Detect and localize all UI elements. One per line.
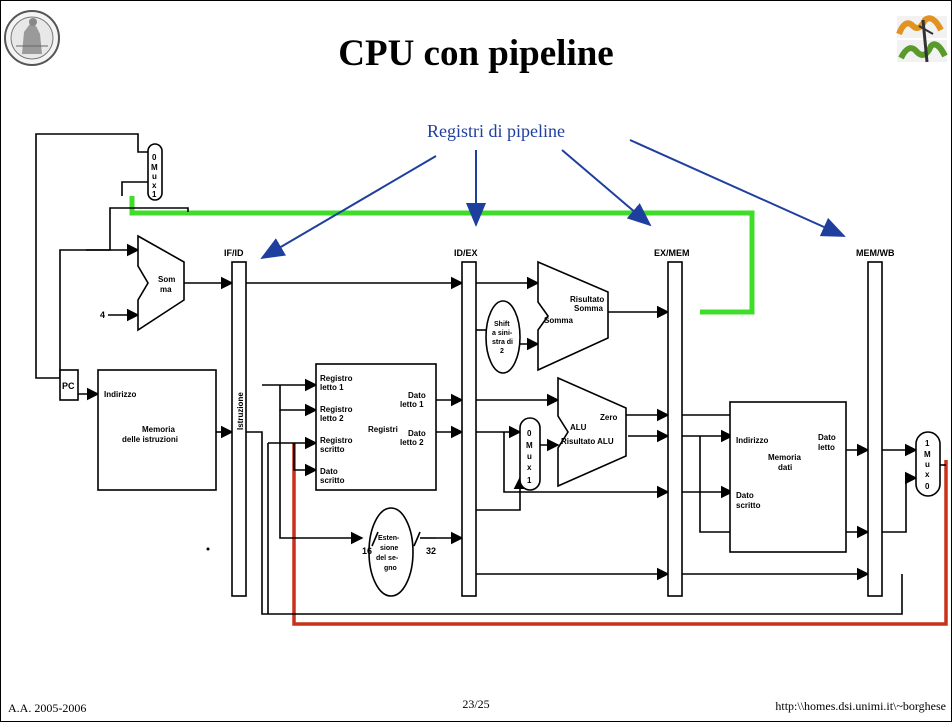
svg-text:dati: dati xyxy=(778,463,792,472)
svg-text:del se-: del se- xyxy=(376,555,399,562)
svg-text:letto 1: letto 1 xyxy=(400,400,424,409)
instr-mem-name-2: delle istruzioni xyxy=(122,435,178,444)
svg-text:16: 16 xyxy=(362,546,372,556)
adder-if-label-2: ma xyxy=(160,285,172,294)
mux-alu: 0 M u x 1 xyxy=(526,429,533,485)
istruzione-label: Istruzione xyxy=(236,392,245,430)
svg-text:Dato: Dato xyxy=(736,491,754,500)
reg-label-mem-wb: MEM/WB xyxy=(856,248,895,258)
svg-text:0: 0 xyxy=(925,482,930,491)
svg-text:letto 2: letto 2 xyxy=(320,414,344,423)
reg-label-ex-mem: EX/MEM xyxy=(654,248,690,258)
svg-text:Indirizzo: Indirizzo xyxy=(736,436,769,445)
svg-text:Dato: Dato xyxy=(408,429,426,438)
adder-ex-name: Somma xyxy=(544,316,573,325)
svg-text:1: 1 xyxy=(925,439,930,448)
svg-text:scritto: scritto xyxy=(320,445,345,454)
adder-if-label-1: Som xyxy=(158,275,175,284)
instr-mem-name-1: Memoria xyxy=(142,425,175,434)
svg-text:1: 1 xyxy=(527,476,532,485)
register-file: Registro letto 1 Registro letto 2 Regist… xyxy=(320,374,426,485)
data-memory: Indirizzo Memoria dati Dato letto Dato s… xyxy=(736,433,836,510)
footer-academic-year: A.A. 2005-2006 xyxy=(8,701,87,715)
adder-ex-result-1: Risultato xyxy=(570,295,604,304)
svg-text:2: 2 xyxy=(500,348,504,355)
svg-text:M: M xyxy=(151,163,158,172)
svg-text:Memoria: Memoria xyxy=(768,453,801,462)
svg-text:1: 1 xyxy=(152,190,157,199)
svg-text:x: x xyxy=(527,463,532,472)
svg-text:Shift: Shift xyxy=(494,321,510,328)
svg-text:u: u xyxy=(527,452,532,461)
annotation-arrows xyxy=(260,139,846,260)
svg-text:Registri: Registri xyxy=(368,425,398,434)
adder-ex-result-2: Somma xyxy=(574,304,603,313)
mux-wb: 1 M u x 0 xyxy=(924,439,931,491)
svg-text:M: M xyxy=(526,441,533,450)
svg-text:a sini-: a sini- xyxy=(492,330,513,337)
svg-text:u: u xyxy=(925,460,930,469)
slide-title: CPU con pipeline xyxy=(338,33,614,74)
alu-result: Risultato ALU xyxy=(561,437,614,446)
svg-text:Registro: Registro xyxy=(320,374,353,383)
instr-mem-address: Indirizzo xyxy=(104,390,137,399)
footer-url: http:\\homes.dsi.unimi.it\~borghese xyxy=(775,699,946,713)
const-four: 4 xyxy=(100,310,105,320)
svg-text:letto 1: letto 1 xyxy=(320,383,344,392)
pipeline-registers-annotation: Registri di pipeline xyxy=(427,121,565,141)
svg-text:letto: letto xyxy=(818,443,835,452)
footer-page-number: 23/25 xyxy=(462,697,490,711)
svg-text:letto 2: letto 2 xyxy=(400,438,424,447)
svg-text:Registro: Registro xyxy=(320,436,353,445)
svg-text:scritto: scritto xyxy=(736,501,761,510)
svg-text:0: 0 xyxy=(152,153,157,162)
svg-text:x: x xyxy=(152,181,157,190)
svg-text:u: u xyxy=(152,172,157,181)
writeback-path-red xyxy=(292,443,948,626)
university-seal-logo xyxy=(4,10,60,66)
svg-text:scritto: scritto xyxy=(320,476,345,485)
mux-top: 0 M u x 1 xyxy=(151,153,158,199)
sign-extend: 16 32 Esten- sione del se- gno xyxy=(362,535,436,572)
reg-label-if-id: IF/ID xyxy=(224,248,244,258)
svg-text:Registro: Registro xyxy=(320,405,353,414)
pc-label: PC xyxy=(62,381,75,391)
svg-text:gno: gno xyxy=(384,565,397,572)
svg-text:Dato: Dato xyxy=(320,467,338,476)
alu-name: ALU xyxy=(570,423,587,432)
svg-text:M: M xyxy=(924,450,931,459)
svg-text:32: 32 xyxy=(426,546,436,556)
shift-left-2: Shift a sini- stra di 2 xyxy=(492,321,513,355)
svg-text:0: 0 xyxy=(527,429,532,438)
svg-text:Dato: Dato xyxy=(818,433,836,442)
reg-label-id-ex: ID/EX xyxy=(454,248,478,258)
svg-text:Esten-: Esten- xyxy=(378,535,400,542)
svg-text:stra di: stra di xyxy=(492,339,513,346)
alu-zero: Zero xyxy=(600,413,617,422)
svg-text:x: x xyxy=(925,470,930,479)
ais-lab-logo xyxy=(896,15,948,63)
svg-text:sione: sione xyxy=(380,545,398,552)
svg-text:Dato: Dato xyxy=(408,391,426,400)
